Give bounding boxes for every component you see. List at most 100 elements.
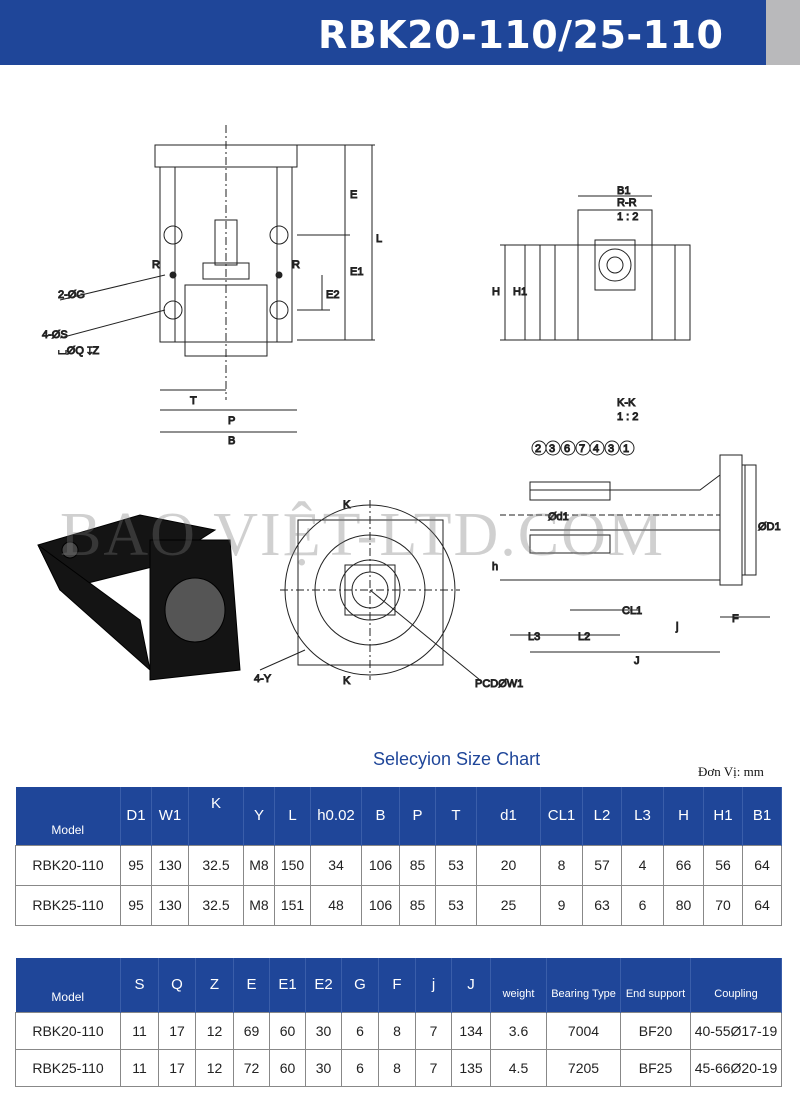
value-cell: 106 <box>361 844 400 886</box>
column-header: D1 <box>120 787 152 845</box>
dim-label-t: T <box>190 395 197 407</box>
dim-label-b: B <box>228 435 235 447</box>
value-cell: 150 <box>274 844 311 886</box>
callout-6: 6 <box>564 443 570 455</box>
value-cell: 11 <box>120 1048 159 1087</box>
part-callouts <box>531 440 635 456</box>
dim-label-y: 4-Y <box>254 673 272 685</box>
section-mark-k-bottom: K <box>343 675 351 687</box>
column-header: S <box>120 958 159 1012</box>
callout-2: 2 <box>535 443 541 455</box>
value-cell: 30 <box>305 1048 342 1087</box>
column-header: Q <box>158 958 196 1012</box>
dim-label-qz: ⌴ØQ ↧Z <box>58 345 99 357</box>
column-header: L <box>274 787 311 845</box>
column-header: E2 <box>305 958 342 1012</box>
value-cell: M8 <box>243 884 275 926</box>
model-cell: RBK25-110 <box>15 1048 121 1087</box>
value-cell: 64 <box>742 884 782 926</box>
callout-3b: 3 <box>608 443 614 455</box>
section-label-r-r: R-R <box>617 197 637 209</box>
watermark: BAO VIỆT-LTD.COM <box>60 501 665 569</box>
column-header: Model <box>15 787 121 845</box>
value-cell: 7 <box>415 1048 452 1087</box>
value-cell: 8 <box>540 844 583 886</box>
section-view-drawing <box>500 454 770 653</box>
value-cell: 63 <box>582 884 622 926</box>
value-cell: 48 <box>310 884 362 926</box>
value-cell: 6 <box>621 884 664 926</box>
value-cell: 11 <box>120 1011 159 1050</box>
value-cell: 95 <box>120 884 152 926</box>
column-header: K <box>188 787 244 845</box>
dim-label-h1: H1 <box>513 286 527 298</box>
value-cell: 57 <box>582 844 622 886</box>
value-cell: 80 <box>663 884 704 926</box>
dim-label-h: H <box>492 286 500 298</box>
value-cell: 66 <box>663 844 704 886</box>
value-cell: 34 <box>310 844 362 886</box>
column-header: Y <box>243 787 275 845</box>
value-cell: 45-66Ø20-19 <box>690 1048 782 1087</box>
column-header: Model <box>15 958 121 1012</box>
value-cell: 8 <box>378 1011 416 1050</box>
chart-title: Selecyion Size Chart <box>373 749 541 769</box>
column-header: P <box>399 787 436 845</box>
dim-label-w1: PCDØW1 <box>475 678 523 690</box>
dim-label-l: L <box>376 233 382 245</box>
column-header: End support <box>620 958 691 1012</box>
value-cell: 134 <box>451 1011 491 1050</box>
value-cell: 4 <box>621 844 664 886</box>
column-header: j <box>415 958 452 1012</box>
value-cell: 85 <box>399 884 436 926</box>
value-cell: 30 <box>305 1011 342 1050</box>
value-cell: 8 <box>378 1048 416 1087</box>
unit-label: Đơn Vị: mm <box>698 764 764 779</box>
column-header: F <box>378 958 416 1012</box>
callout-3: 3 <box>549 443 555 455</box>
dim-label-s: 4-ØS <box>42 329 68 341</box>
column-header: H <box>663 787 704 845</box>
value-cell: 12 <box>195 1048 234 1087</box>
value-cell: 85 <box>399 844 436 886</box>
dim-label-f: F <box>732 613 739 625</box>
dim-label-j-upper: J <box>634 655 640 667</box>
dim-label-j-lower: j <box>675 621 678 633</box>
section-scale-r-r: 1 : 2 <box>617 211 638 223</box>
value-cell: 60 <box>269 1048 306 1087</box>
column-header: J <box>451 958 491 1012</box>
value-cell: 6 <box>341 1011 379 1050</box>
header-bar <box>0 0 766 65</box>
value-cell: M8 <box>243 844 275 886</box>
value-cell: 17 <box>158 1011 196 1050</box>
value-cell: 20 <box>476 844 541 886</box>
dim-label-d1-small: Ød1 <box>548 511 569 523</box>
value-cell: 64 <box>742 844 782 886</box>
value-cell: 25 <box>476 884 541 926</box>
column-header: Coupling <box>690 958 782 1012</box>
value-cell: 40-55Ø17-19 <box>690 1011 782 1050</box>
dim-label-l3: L3 <box>528 631 540 643</box>
column-header: d1 <box>476 787 541 845</box>
dim-label-cl1: CL1 <box>622 605 642 617</box>
value-cell: 53 <box>435 884 477 926</box>
value-cell: BF20 <box>620 1011 691 1050</box>
value-cell: 69 <box>233 1011 270 1050</box>
page-title: RBK20-110/25-110 <box>318 13 724 57</box>
value-cell: 135 <box>451 1048 491 1087</box>
value-cell: 7 <box>415 1011 452 1050</box>
value-cell: 151 <box>274 884 311 926</box>
value-cell: 7004 <box>546 1011 621 1050</box>
dim-label-e: E <box>350 189 357 201</box>
value-cell: 17 <box>158 1048 196 1087</box>
dim-label-h-small: h <box>492 561 498 573</box>
callout-1: 1 <box>623 443 629 455</box>
technical-drawings: E E1 E2 L R R 2-ØG 4-ØS ⌴ØQ ↧Z T P B B1 … <box>37 125 781 691</box>
dim-label-g: 2-ØG <box>58 289 85 301</box>
